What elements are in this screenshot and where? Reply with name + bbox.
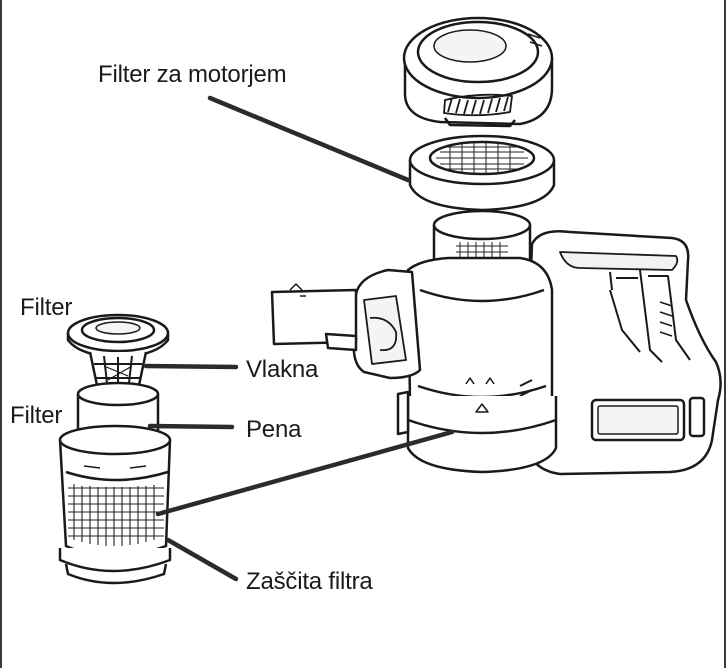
label-motor-filter: Filter za motorjem bbox=[98, 61, 287, 88]
handle-grip-ribs bbox=[659, 301, 673, 337]
motor-filter-mesh bbox=[436, 142, 528, 175]
label-filter-top: Filter bbox=[20, 294, 73, 321]
leader-motor-filter bbox=[207, 95, 411, 183]
label-filter-guard: Zaščita filtra bbox=[246, 568, 373, 595]
label-foam: Pena bbox=[246, 416, 302, 443]
filter-guard-mesh bbox=[68, 484, 164, 546]
vacuum-main-body bbox=[270, 209, 722, 476]
label-fibers: Vlakna bbox=[246, 356, 319, 383]
motor-filter-ring bbox=[408, 134, 556, 212]
leader-fibers bbox=[143, 363, 239, 370]
leader-filter-guard bbox=[165, 537, 239, 582]
leader-lines bbox=[143, 95, 455, 582]
motor-filter-cover bbox=[402, 16, 554, 128]
leader-dust-bin bbox=[155, 429, 455, 517]
vent-slots-icon bbox=[443, 93, 513, 117]
label-filter-mid: Filter bbox=[10, 402, 63, 429]
filter-guard-housing bbox=[58, 424, 172, 585]
filter-top-cap bbox=[66, 313, 170, 359]
leader-foam bbox=[147, 423, 235, 430]
